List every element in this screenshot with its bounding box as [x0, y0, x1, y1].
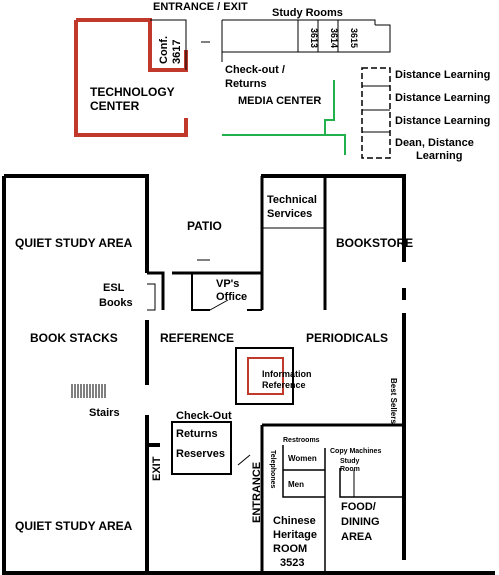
reserves-label: Reserves	[176, 448, 225, 460]
food-label: FOOD/	[341, 501, 376, 513]
best-sellers-label: Best Sellers	[389, 378, 398, 424]
technology-center-label: TECHNOLOGY	[90, 85, 175, 99]
distance-learning-label: Distance Learning	[395, 115, 490, 127]
media-returns-label: Returns	[225, 78, 267, 90]
men-label: Men	[288, 480, 304, 489]
esl-books-label: Books	[99, 297, 133, 309]
room-3613: 3613	[309, 28, 319, 48]
stairs-label: Stairs	[89, 407, 120, 419]
area-label: AREA	[341, 531, 372, 543]
checkout-arrow	[237, 454, 251, 466]
book-stacks-label: BOOK STACKS	[30, 331, 118, 345]
copy-machines-label: Copy Machines	[330, 448, 381, 455]
reference-label: REFERENCE	[160, 331, 234, 345]
media-center-wall	[222, 80, 346, 155]
information-label: Information	[262, 369, 312, 379]
checkout-desk	[171, 421, 232, 475]
checkout-label: Check-Out	[176, 410, 232, 422]
patio-label: PATIO	[187, 219, 222, 233]
women-label: Women	[288, 454, 317, 463]
chinese-heritage-label-3: ROOM	[273, 543, 307, 555]
chinese-heritage-label: Chinese	[273, 515, 316, 527]
vp-office-wall	[191, 273, 262, 311]
media-checkout-label: Check-out /	[225, 64, 285, 76]
exit-label: EXIT	[151, 456, 163, 481]
conf-room-wall	[150, 19, 187, 70]
upper-floor	[74, 18, 391, 159]
quiet-study-area-bottom: QUIET STUDY AREA	[15, 519, 133, 533]
lower-floor-walls	[2, 174, 495, 575]
vp-office-door	[209, 299, 229, 311]
room-3614: 3614	[329, 28, 339, 48]
vp-office-label: Office	[216, 291, 247, 303]
esl-label: ESL	[103, 282, 125, 294]
room-3615: 3615	[349, 28, 359, 48]
distance-learning-label: Distance Learning	[395, 69, 490, 81]
study-room-numbers: 3613 3614 3615	[309, 28, 359, 48]
distance-learning-label: Distance Learning	[395, 92, 490, 104]
dean-label-2: Learning	[416, 150, 462, 162]
study-rooms-wall	[221, 19, 391, 62]
technical-services-label-2: Services	[267, 208, 312, 220]
esl-shelf	[147, 283, 156, 311]
reference-desk-label: Reference	[262, 380, 306, 390]
dining-label: DINING	[341, 516, 380, 528]
technology-center-label-2: CENTER	[90, 99, 140, 113]
entrance-exit-label: ENTRANCE / EXIT	[153, 1, 248, 13]
restroom-walls	[282, 445, 404, 573]
bookstore-label: BOOKSTORE	[336, 236, 413, 250]
stairs-graphic	[71, 384, 106, 398]
periodicals-label: PERIODICALS	[306, 331, 388, 345]
dean-label: Dean, Distance	[395, 137, 474, 149]
study-room-label: Study	[340, 458, 360, 465]
telephones-label: Telephones	[269, 450, 276, 488]
study-room-label-2: Room	[340, 466, 360, 473]
outer-wall	[2, 174, 495, 575]
technical-services-label: Technical	[267, 194, 317, 206]
returns-label: Returns	[176, 428, 218, 440]
distance-learning-offices	[361, 67, 391, 159]
outer-wall-east	[261, 174, 406, 560]
media-center-label: MEDIA CENTER	[238, 95, 321, 107]
study-rooms-label: Study Rooms	[272, 7, 343, 19]
chinese-heritage-label-2: Heritage	[273, 529, 317, 541]
patio-wall	[147, 176, 264, 310]
restrooms-label: Restrooms	[283, 437, 320, 444]
conf-label: Conf.	[158, 36, 170, 64]
conf-number: 3617	[171, 40, 183, 64]
restroom-block	[260, 423, 404, 573]
vp-label: VP's	[216, 278, 239, 290]
info-desk-inner	[247, 357, 284, 395]
chinese-heritage-room-number: 3523	[280, 557, 304, 569]
info-desk-outer	[235, 347, 294, 405]
quiet-study-area-top: QUIET STUDY AREA	[15, 236, 133, 250]
entrance-label: ENTRANCE	[251, 462, 263, 523]
